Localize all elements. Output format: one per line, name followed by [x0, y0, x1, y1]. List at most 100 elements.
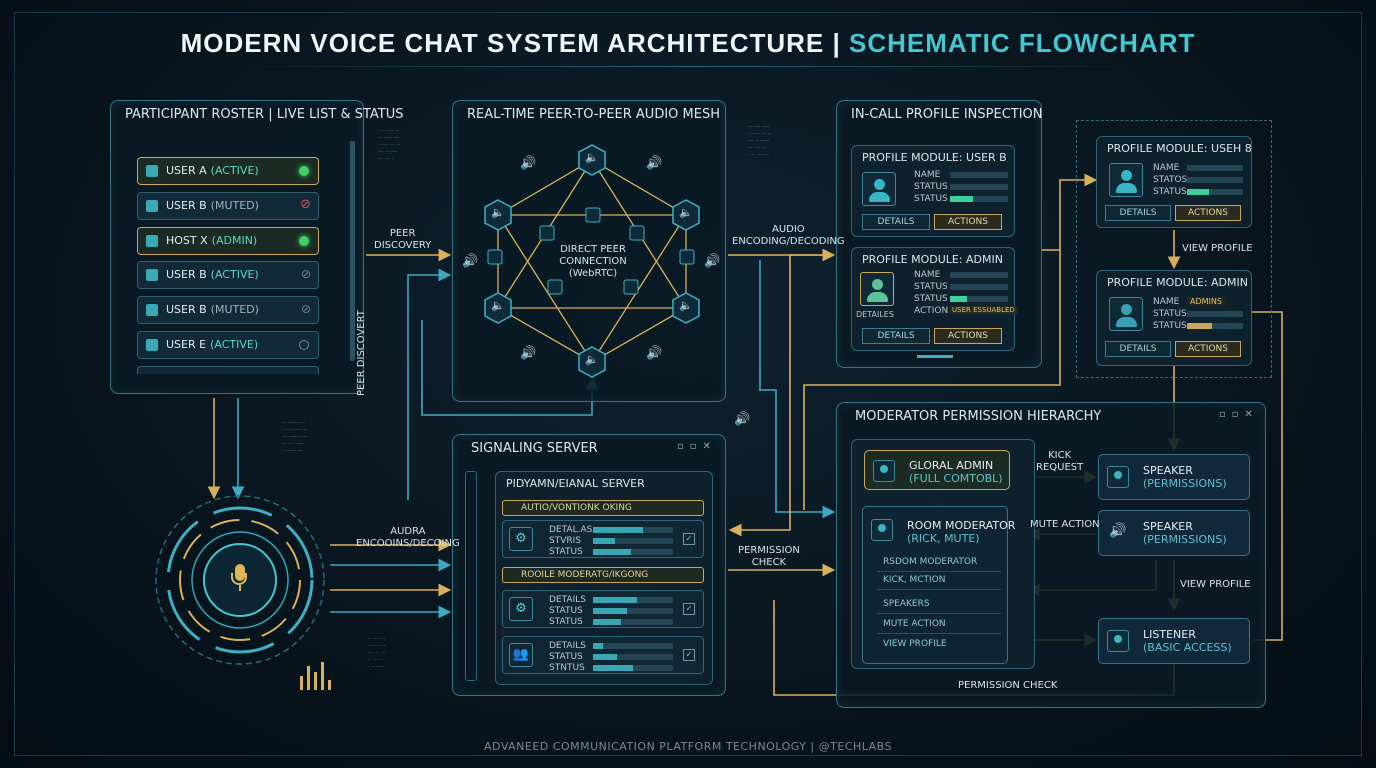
roster-item[interactable]: USER B(ACTIVE)⊘	[137, 261, 319, 290]
admin-avatar-label: DETAILES	[856, 310, 894, 319]
mesh-node-bottom-icon: 🔈	[585, 353, 599, 366]
card1-line1: DETAL.AS	[549, 525, 593, 535]
wire-profile-loop	[803, 250, 1061, 510]
capability-divider	[877, 613, 1001, 614]
label-peer-discovery-l2: DISCOVERY	[374, 240, 432, 251]
roster-item[interactable]: USER B(MUTED) ⊘	[137, 191, 319, 220]
right-admin-actions-button[interactable]: ACTIONS	[1175, 341, 1241, 357]
page-title: MODERN VOICE CHAT SYSTEM ARCHITECTURE | …	[0, 28, 1376, 59]
right-admin-name-value: ADMINS	[1187, 297, 1225, 306]
status-disabled-icon: ⊘	[300, 302, 311, 317]
card3-bar1	[593, 643, 673, 649]
signaling-card-2: ⚙ DETAILS STATUS STATUS ✓	[502, 590, 704, 628]
right-details-button[interactable]: DETAILS	[1105, 205, 1171, 221]
mic-muted-icon: ⊘	[300, 196, 311, 212]
card2-bar3	[593, 619, 673, 625]
mesh-center-line2: CONNECTION	[559, 256, 627, 267]
right-admin-avatar	[1109, 297, 1143, 331]
deco-text-1: - -- ---- -- -- ----- --- - ---- -- --- …	[378, 128, 401, 162]
signaling-card-1: ⚙ DETAL.AS STVRIS STATUS ✓	[502, 520, 704, 558]
card3-bar3	[593, 665, 673, 671]
label-perm1-l1: PERMISSION	[738, 545, 800, 556]
listener-node[interactable]: LISTENER (BASIC ACCESS)	[1098, 618, 1250, 664]
roster-item[interactable]: USER B(MUTED) ⊘	[137, 296, 319, 325]
speaker-node-1[interactable]: SPEAKER (PERMISSIONS)	[1098, 454, 1250, 500]
label-mute-action: MUTE ACTION	[1030, 519, 1100, 530]
global-admin-text: GLORAL ADMIN (FULL COMTOBL)	[909, 459, 1003, 485]
card2-checkbox[interactable]: ✓	[683, 603, 695, 615]
roster-user-state: (ADMIN)	[211, 233, 258, 247]
label-peer-discovery-vertical: PEER DISCOVERT	[356, 310, 367, 396]
title-main: MODERN VOICE CHAT SYSTEM ARCHITECTURE	[180, 28, 825, 58]
user-icon	[146, 304, 158, 317]
label-audra-encoding: AUDRA ENCOOINS/DECOING	[356, 526, 460, 550]
right-actions-button[interactable]: ACTIONS	[1175, 205, 1241, 221]
title-separator: |	[824, 28, 850, 58]
card3-fill3	[593, 665, 633, 671]
card3-checkbox[interactable]: ✓	[683, 649, 695, 661]
deco-text-4: -- ---- -- - ----- -- --- -- --- -- ----…	[368, 636, 386, 670]
room-moderator-text: ROOM MODERATOR (RICK, MUTE)	[907, 519, 1015, 545]
roster-scrollbar[interactable]	[350, 141, 355, 361]
capability-item: RSDOM MODERATOR	[883, 557, 978, 567]
room-moderator-node[interactable]: ROOM MODERATOR (RICK, MUTE) RSDOM MODERA…	[862, 506, 1015, 664]
admin-details-button[interactable]: DETAILS	[862, 328, 930, 344]
card2-fill2	[593, 608, 627, 614]
details-button[interactable]: DETAILS	[862, 214, 930, 230]
right-admin-details-button[interactable]: DETAILS	[1105, 341, 1171, 357]
signaling-row-2[interactable]: ROOILE MODERATG/IKGONG	[502, 567, 704, 583]
admin-field-status-label: STATUS	[914, 282, 948, 292]
admin-field-name-bar	[950, 272, 1008, 278]
card3-bar2	[593, 654, 673, 660]
card1-checkbox[interactable]: ✓	[683, 533, 695, 545]
gear-icon: ⚙	[509, 527, 533, 551]
mesh-node-br-icon: 🔈	[679, 299, 693, 312]
card3-fill2	[593, 654, 617, 660]
roster-item-label: USER B(MUTED)	[166, 303, 259, 316]
deco-text-3: -- ------- -- - ---- ---- -- --- ----- -…	[282, 420, 307, 454]
roster-item[interactable]: USER E(ACTIVE)	[137, 331, 319, 359]
signaling-title: SIGNALING SERVER	[471, 441, 598, 456]
right-profiles-frame	[1076, 120, 1272, 378]
moderator-window-controls[interactable]: ▫▫✕	[1219, 409, 1259, 420]
right-field-status2-label: STATUS	[1153, 187, 1187, 197]
actions-button[interactable]: ACTIONS	[934, 214, 1002, 230]
listener-user-icon	[1107, 630, 1129, 652]
window-controls[interactable]: ▫▫✕	[677, 441, 717, 452]
roster-user-state: (MUTED)	[210, 303, 259, 317]
mesh-node-top-icon: 🔈	[585, 151, 599, 164]
capability-item: SPEAKERS	[883, 599, 930, 609]
signaling-row-1[interactable]: AUTIO/VONTIONK OKING	[502, 500, 704, 516]
roster-item[interactable]: HOST X(ADMIN)	[137, 226, 319, 255]
speaker-node-2[interactable]: 🔊 SPEAKER (PERMISSIONS)	[1098, 510, 1250, 556]
global-admin-node[interactable]: GLORAL ADMIN (FULL COMTOBL)	[864, 450, 1010, 490]
label-kick-l1: KICK	[1048, 450, 1072, 461]
label-audio-l1: AUDIO	[771, 224, 805, 235]
card1-bar1	[593, 527, 673, 533]
capability-item: VIEW PROFILE	[883, 639, 947, 649]
capability-item: MUTE ACTION	[883, 619, 946, 629]
right-profile-module-admin: PROFILE MODULE: ADMIN NAME ADMINS STATUS…	[1096, 270, 1252, 366]
roster-item-label: USER B(MUTED)	[166, 199, 259, 212]
microphone-hub	[150, 490, 330, 670]
roster-item-label: USER B(ACTIVE)	[166, 268, 259, 281]
speaker1-line1: SPEAKER	[1143, 464, 1193, 477]
deco-text-2: -- ---- ---- - ----- -- -- --- -- ----- …	[748, 124, 771, 158]
roster-item-partial[interactable]	[137, 366, 319, 374]
room-mod-line2: (RICK, MUTE)	[907, 532, 980, 545]
roster-user-name: USER B	[166, 303, 207, 317]
label-permission-check-2: PERMISSION CHECK	[958, 680, 1058, 691]
wire-profile-right	[1042, 173, 1098, 251]
roster-item[interactable]: USER A(ACTIVE)	[137, 157, 319, 185]
label-audra-l2: ENCOOINS/DECOING	[356, 538, 460, 549]
status-online-icon	[299, 166, 309, 176]
right-admin-status2-label: STATUS	[1153, 321, 1187, 331]
profile-module-user-title: PROFILE MODULE: USER B	[862, 151, 1007, 164]
admin-actions-button[interactable]: ACTIONS	[934, 328, 1002, 344]
label-peer-discovery-l1: PEER	[389, 228, 416, 239]
wire-right-edge	[1250, 311, 1283, 641]
label-audra-l1: AUDRA	[390, 526, 426, 537]
card2-bar2	[593, 608, 673, 614]
profile-inspection-title: IN-CALL PROFILE INSPECTION	[851, 107, 1043, 122]
label-kick-l2: REQUEST	[1036, 462, 1084, 473]
